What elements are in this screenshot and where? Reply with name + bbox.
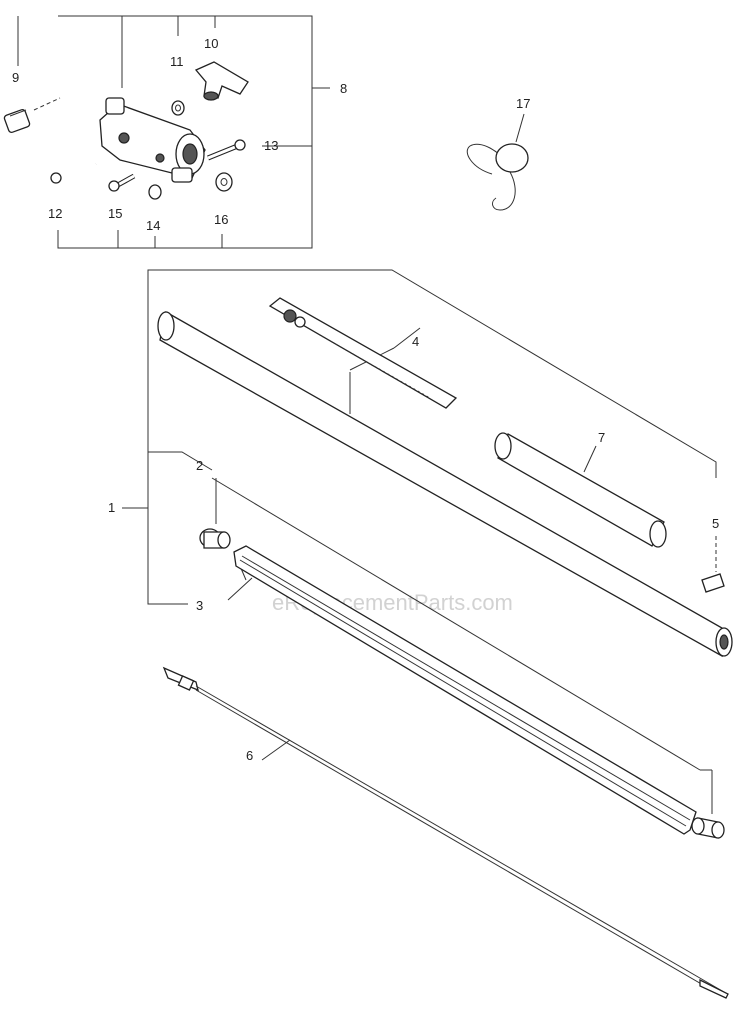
clamp-body xyxy=(99,97,206,183)
part-3-liner xyxy=(233,545,697,835)
callout-3: 3 xyxy=(196,598,203,613)
callout-5: 5 xyxy=(712,516,719,531)
callout-13: 13 xyxy=(264,138,278,153)
callout-4: 4 xyxy=(412,334,419,349)
callout-2: 2 xyxy=(196,458,203,473)
part-12-screw xyxy=(50,162,97,184)
bracket-assembly-8 xyxy=(17,15,330,249)
part-11-washer xyxy=(171,100,185,116)
part-7-grip xyxy=(494,432,667,548)
callout-12: 12 xyxy=(48,206,62,221)
part-4-shaft-tube xyxy=(157,297,733,658)
callout-17: 17 xyxy=(516,96,530,111)
callout-14: 14 xyxy=(146,218,160,233)
part-15-screw xyxy=(108,173,136,192)
part-9-nut xyxy=(3,97,61,134)
part-13-screw xyxy=(207,139,246,161)
callout-15: 15 xyxy=(108,206,122,221)
part-14-nut xyxy=(148,184,162,200)
callout-16: 16 xyxy=(214,212,228,227)
callout-10: 10 xyxy=(204,36,218,51)
callout-1: 1 xyxy=(108,500,115,515)
callout-9: 9 xyxy=(12,70,19,85)
part-2-bushing-bottom xyxy=(691,817,725,839)
part-10-t-knob xyxy=(194,61,249,101)
callout-11: 11 xyxy=(170,54,184,69)
callout-6: 6 xyxy=(246,748,253,763)
part-17-hook xyxy=(466,143,529,211)
part-5-label xyxy=(701,573,725,593)
part-16-washer xyxy=(215,172,233,192)
part-2-bushing-top xyxy=(199,528,231,549)
part-6-flex-shaft xyxy=(162,666,729,999)
callout-7: 7 xyxy=(598,430,605,445)
callout-8: 8 xyxy=(340,81,347,96)
